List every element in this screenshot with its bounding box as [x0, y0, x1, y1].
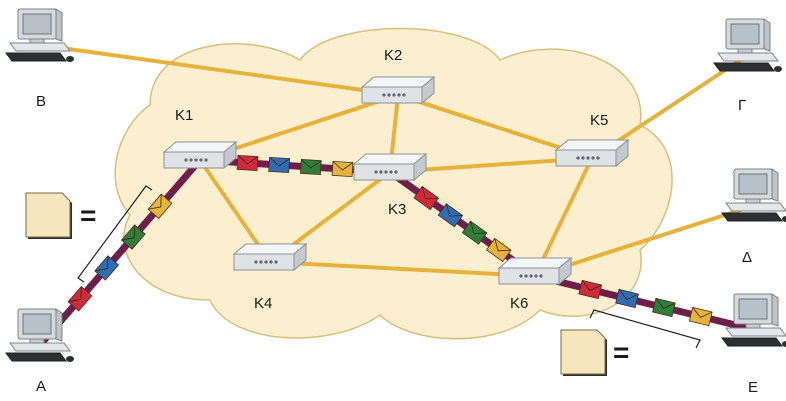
bracket-right	[589, 309, 701, 349]
link	[268, 260, 537, 278]
label-k1: K1	[175, 107, 193, 124]
computer-icon-b	[5, 8, 75, 63]
envelope-icon	[268, 156, 290, 174]
link	[38, 43, 400, 97]
message-equals-right: =	[613, 337, 629, 368]
router-icon-k6	[498, 257, 572, 285]
envelope-icon	[652, 297, 676, 318]
link	[533, 156, 594, 278]
link	[533, 203, 758, 278]
router-icon-k5	[555, 139, 629, 167]
bracket-left	[77, 185, 153, 283]
router-icon-k1	[163, 141, 237, 169]
label-computer-d: Δ	[742, 249, 752, 266]
document-icon	[560, 329, 608, 377]
envelope-icon	[236, 154, 259, 172]
envelope-icon	[615, 288, 639, 309]
label-computer-a: Α	[36, 378, 46, 395]
document-icon	[25, 192, 73, 240]
label-k5: K5	[590, 112, 608, 129]
label-k3: K3	[388, 201, 406, 218]
router-icon-k4	[233, 243, 307, 271]
label-k2: K2	[384, 47, 402, 64]
label-k6: K6	[510, 295, 528, 312]
computer-icon-d	[721, 168, 786, 223]
envelope-icon	[688, 306, 713, 327]
computer-icon-g	[713, 18, 783, 73]
label-computer-g: Γ	[738, 97, 746, 114]
message-equals-left: =	[80, 200, 96, 231]
label-computer-b: Β	[36, 93, 46, 110]
router-icon-k3	[353, 153, 427, 181]
label-computer-e: Ε	[748, 379, 758, 396]
envelope-icon	[300, 158, 322, 176]
envelope-icon	[331, 160, 354, 178]
label-k4: K4	[254, 295, 272, 312]
router-icon-k2	[361, 76, 435, 104]
